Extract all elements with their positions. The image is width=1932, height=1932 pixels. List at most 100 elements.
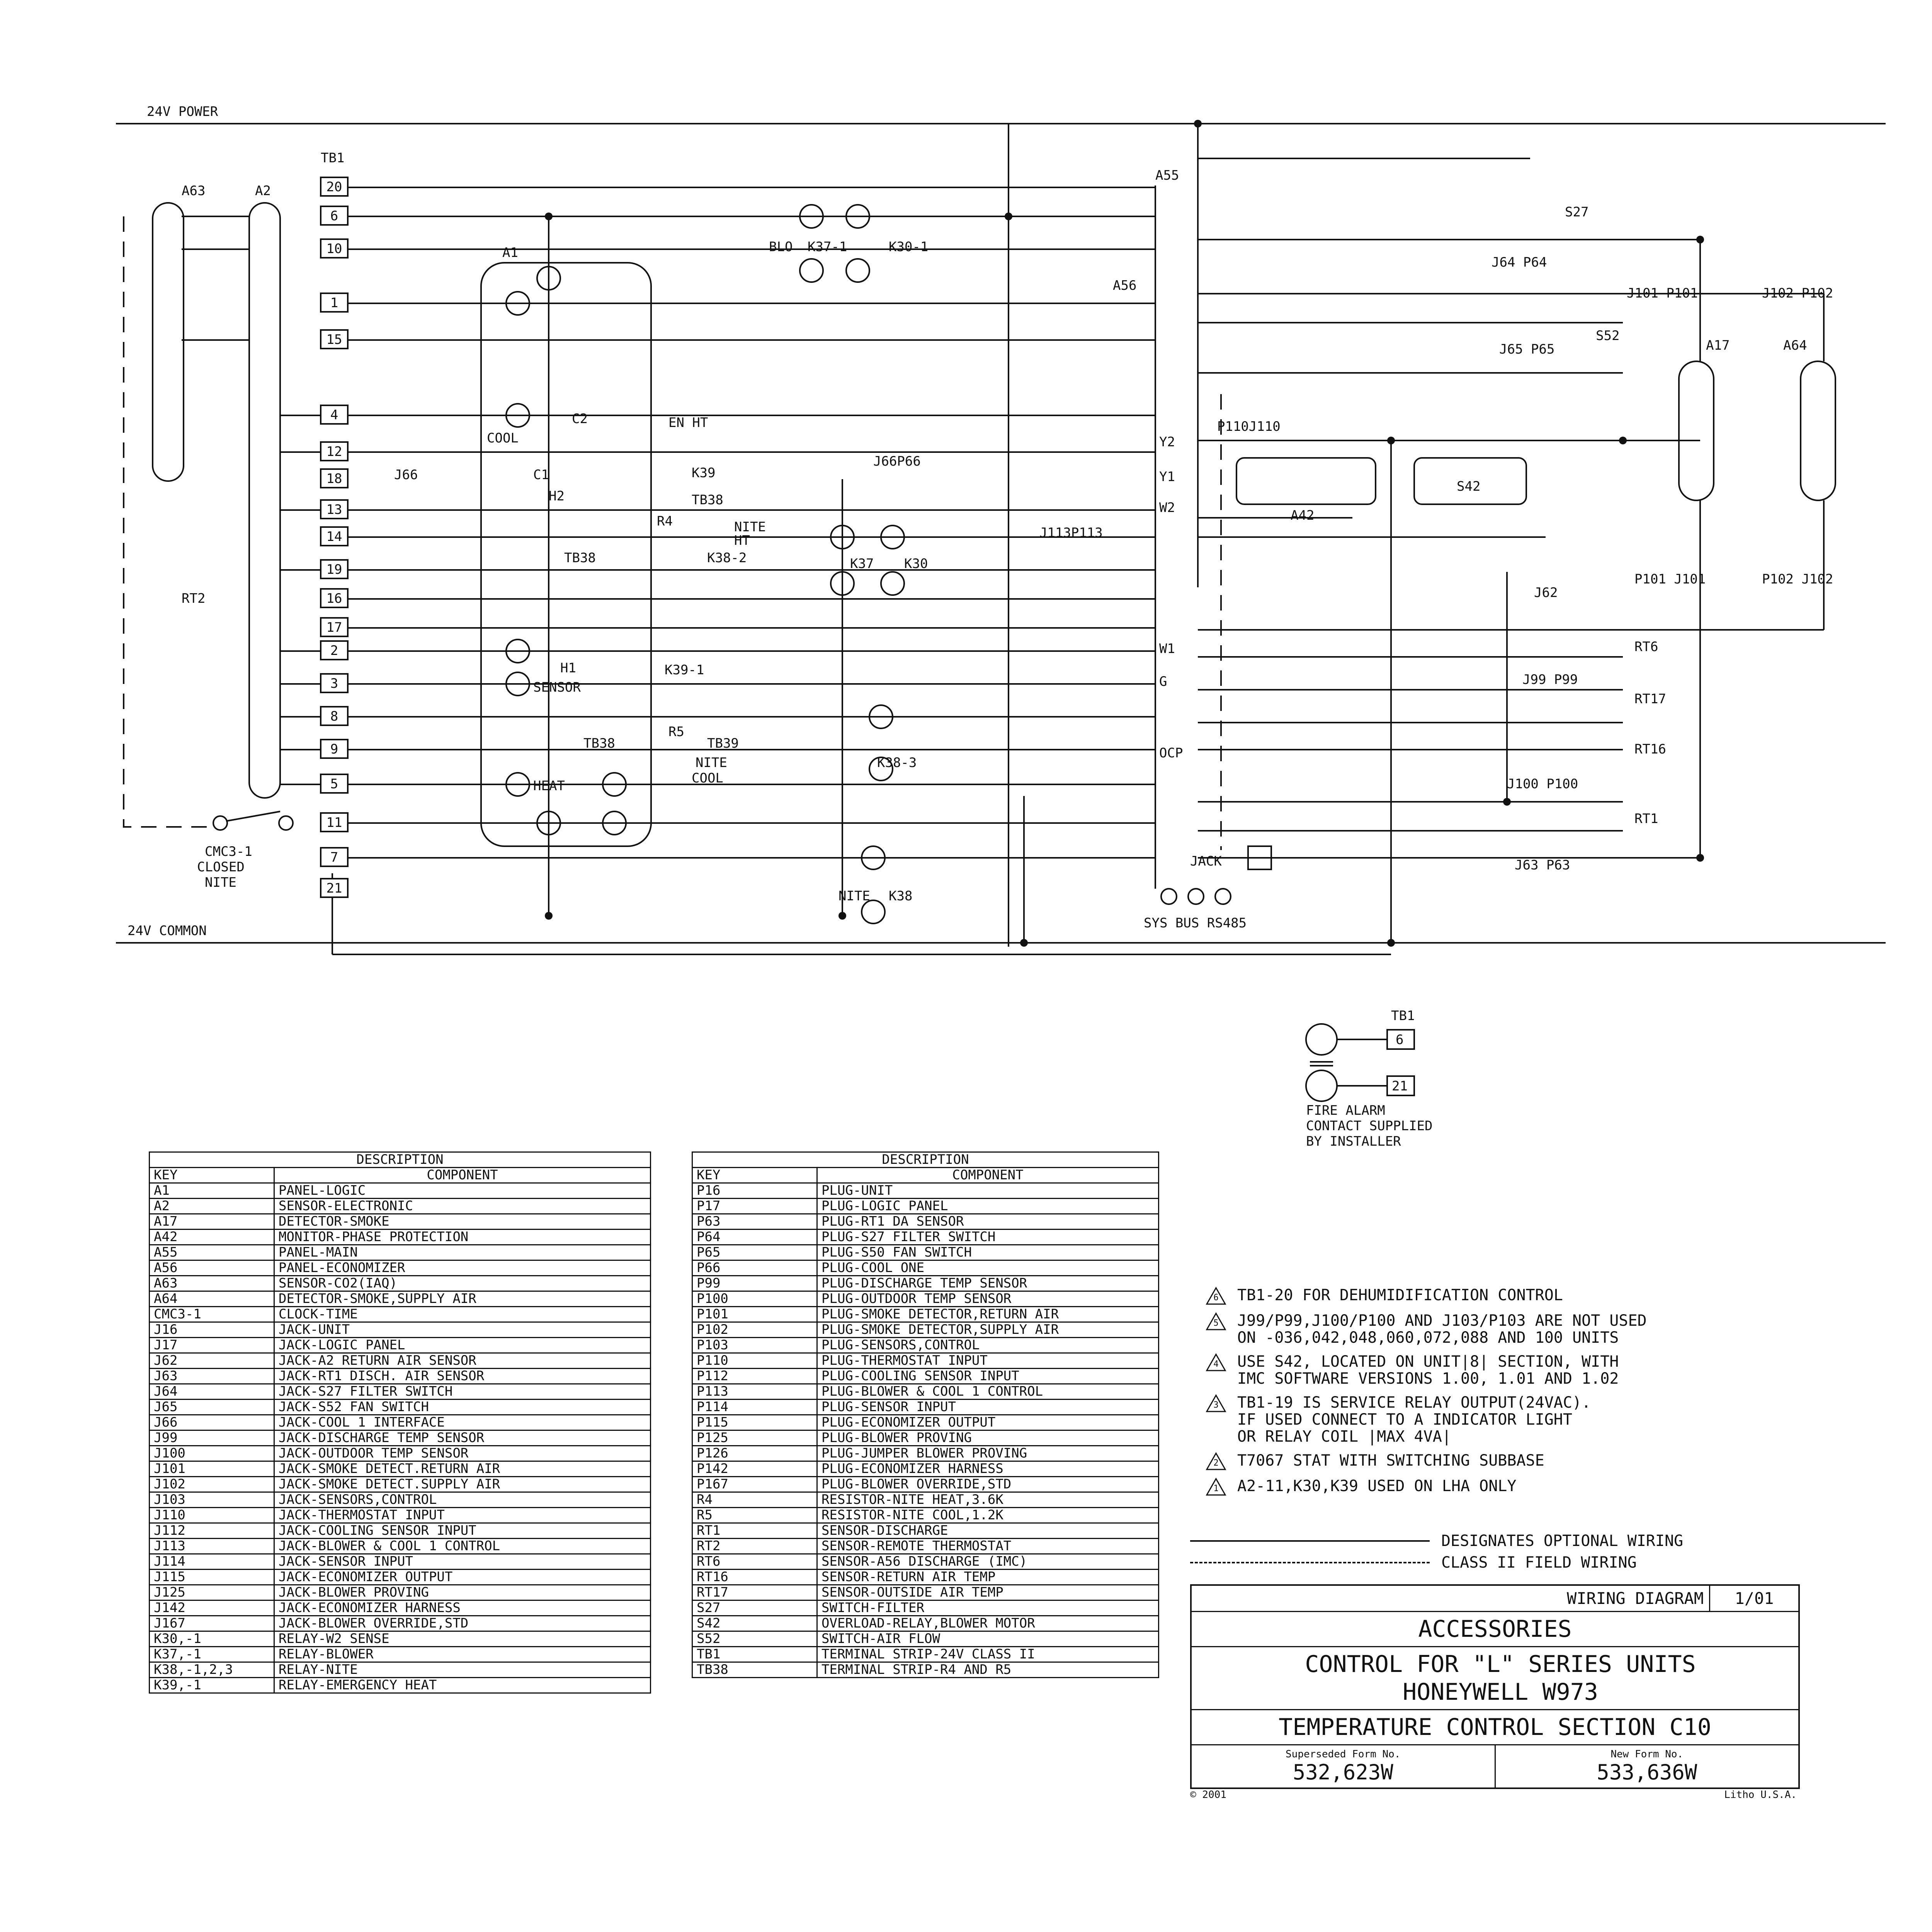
p102j102-label: P102 J102 [1762,571,1833,587]
table-key-cell: RT17 [692,1584,818,1601]
fire-terminal-6: 6 [1396,1032,1403,1048]
table-component-cell: JACK-SENSORS,CONTROL [274,1492,651,1508]
table-component-cell: PLUG-UNIT [816,1182,1159,1199]
table-key-cell: R4 [692,1492,818,1508]
k38-label: K38 [889,888,912,904]
table-component-cell: MONITOR-PHASE PROTECTION [274,1229,651,1245]
a1-label: A1 [502,245,518,260]
table-component-cell: PLUG-LOGIC PANEL [816,1198,1159,1214]
table-key-cell: J66 [149,1414,275,1431]
table-component-cell: PLUG-JUMPER BLOWER PROVING [816,1445,1159,1462]
field-wiring [123,216,209,828]
tb1-terminal-label: 11 [327,815,342,830]
rt2-label: RT2 [182,591,205,606]
table-component-cell: PANEL-LOGIC [274,1182,651,1199]
fire-terminal-21: 21 [1392,1078,1408,1094]
table-component-cell: SENSOR-RETURN AIR TEMP [816,1569,1159,1585]
table-key-cell: J142 [149,1600,275,1616]
table-key-cell: P126 [692,1445,818,1462]
table-component-cell: OVERLOAD-RELAY,BLOWER MOTOR [816,1615,1159,1632]
jack-label: JACK [1190,854,1222,869]
cmc3-label-1: CMC3-1 [205,844,252,859]
table-key-cell: J113 [149,1538,275,1554]
table-component-cell: RELAY-EMERGENCY HEAT [274,1677,651,1694]
table-header-component: COMPONENT [274,1167,651,1184]
table-key-cell: S27 [692,1600,818,1616]
c1-label: C1 [533,467,549,483]
tb1-terminal-box [320,640,349,660]
table-component-cell: PANEL-MAIN [274,1244,651,1261]
a55-label: A55 [1155,168,1179,183]
table-key-cell: P114 [692,1399,818,1415]
cmc3-label-2: CLOSED [197,859,245,875]
table-key-cell: A2 [149,1198,275,1214]
table-key-cell: J64 [149,1383,275,1400]
table-component-cell: JACK-SMOKE DETECT.SUPPLY AIR [274,1476,651,1493]
table-key-cell: RT16 [692,1569,818,1585]
table-component-cell: PLUG-S50 FAN SWITCH [816,1244,1159,1261]
tb38b-label: TB38 [564,550,596,566]
tb1-terminal-box [320,405,349,425]
tb1-terminal-label: 6 [330,208,338,224]
table-key-cell: K39,-1 [149,1677,275,1694]
a1-panel [480,262,652,847]
table-component-cell: JACK-LOGIC PANEL [274,1337,651,1354]
table-key-cell: RT2 [692,1538,818,1554]
table-component-cell: PLUG-ECONOMIZER OUTPUT [816,1414,1159,1431]
table-key-cell: J100 [149,1445,275,1462]
table-key-cell: TB1 [692,1646,818,1663]
table-key-cell: RT1 [692,1522,818,1539]
solid-line-icon [1190,1540,1430,1542]
table-component-cell: SENSOR-REMOTE THERMOSTAT [816,1538,1159,1554]
table-key-cell: TB38 [692,1662,818,1678]
tb1-terminal-label: 17 [327,620,342,635]
note-mark: 2 [1213,1458,1219,1468]
tb1-label: TB1 [321,150,344,166]
table-component-cell: PLUG-BLOWER PROVING [816,1430,1159,1446]
r4-label: R4 [657,514,673,529]
table-key-cell: K37,-1 [149,1646,275,1663]
fire-alarm-line-3: BY INSTALLER [1306,1134,1401,1149]
s42-label: S42 [1457,479,1480,494]
table-key-cell: A17 [149,1213,275,1230]
table-key-cell: P63 [692,1213,818,1230]
tb1-terminal-label: 13 [327,502,342,517]
legend-class2-text: CLASS II FIELD WIRING [1441,1554,1637,1571]
table-component-cell: JACK-THERMOSTAT INPUT [274,1507,651,1524]
table-key-cell: P101 [692,1306,818,1323]
k39-label: K39 [692,465,715,481]
table-key-cell: J114 [149,1553,275,1570]
table-component-cell: JACK-ECONOMIZER OUTPUT [274,1569,651,1585]
note-mark: 1 [1213,1484,1219,1493]
superseded-label: Superseded Form No. [1286,1748,1401,1760]
table-component-cell: JACK-COOLING SENSOR INPUT [274,1522,651,1539]
table-header-component: COMPONENT [816,1167,1159,1184]
table-key-cell: P65 [692,1244,818,1261]
table-key-cell: P112 [692,1368,818,1384]
legend: DESIGNATES OPTIONAL WIRING CLASS II FIEL… [1190,1530,1793,1573]
table-component-cell: PLUG-DISCHARGE TEMP SENSOR [816,1275,1159,1292]
table-key-cell: J101 [149,1461,275,1477]
